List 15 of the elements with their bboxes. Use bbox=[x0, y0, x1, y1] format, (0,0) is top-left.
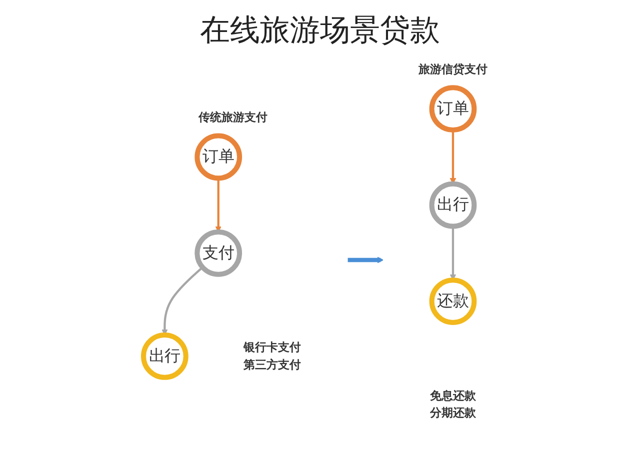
node-circle: 出行 bbox=[428, 181, 476, 229]
node-label: 第三方支付 bbox=[242, 358, 300, 372]
node-circle: 支付 bbox=[194, 229, 242, 277]
node-label: 银行卡支付 bbox=[242, 340, 300, 354]
node-circle: 订单 bbox=[194, 133, 242, 181]
arrow bbox=[346, 256, 384, 264]
node-label: 分期还款 bbox=[430, 406, 476, 420]
arrow bbox=[449, 130, 456, 184]
node-text: 传统旅游支付 bbox=[198, 110, 267, 124]
node-text: 旅游信贷支付 bbox=[418, 62, 487, 76]
node-circle: 还款 bbox=[428, 278, 476, 325]
title: 在线旅游场景贷款 bbox=[199, 12, 441, 50]
node-circle: 出行 bbox=[140, 332, 188, 380]
node-circle: 订单 bbox=[428, 85, 476, 133]
node-label: 免息还款 bbox=[430, 388, 476, 402]
